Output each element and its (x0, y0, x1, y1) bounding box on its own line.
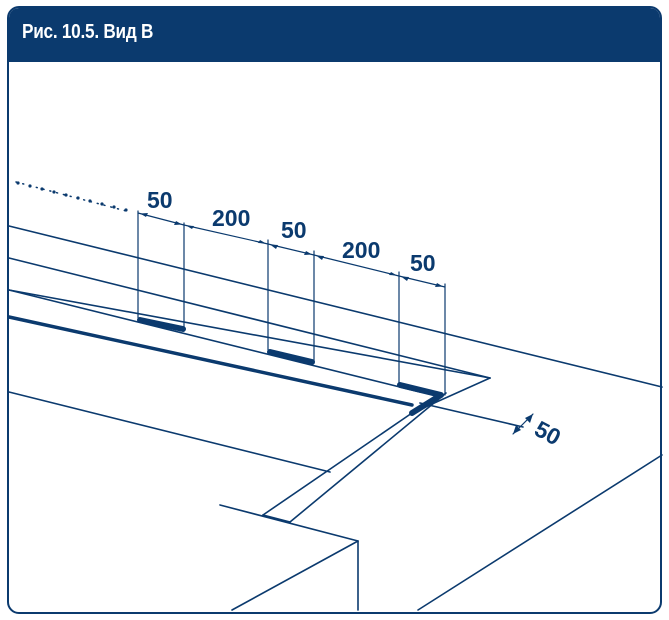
roof-line-3b (8, 289, 421, 393)
roof-line-3 (8, 289, 491, 379)
roof-line-1 (8, 225, 663, 388)
dimension-label-200-a: 200 (212, 205, 250, 231)
wall-front-top (219, 504, 359, 542)
figure-header: Рис. 10.5. Вид В (9, 8, 660, 62)
fixing-strip-1 (137, 317, 186, 332)
dimension-label-50-d: 50 (530, 415, 565, 450)
dimension-label-50-b: 50 (281, 217, 307, 243)
dimension-arrows (140, 213, 533, 434)
dim-line-4 (313, 254, 400, 277)
corner-line-3 (289, 392, 447, 523)
dimension-label-50-c: 50 (410, 250, 436, 276)
dimension-label-200-b: 200 (342, 237, 380, 263)
corner-line-4 (419, 402, 524, 428)
wall-front-diag (262, 514, 291, 523)
roof-line-2 (8, 257, 491, 379)
figure-title: Рис. 10.5. Вид В (22, 21, 154, 43)
dim-line-2 (183, 224, 269, 245)
wall-front-slope (231, 540, 359, 611)
dotted-reference-line (15, 181, 131, 213)
wall-top-line (8, 391, 331, 473)
dimension-label-50-a: 50 (147, 187, 173, 213)
fixing-strip-corner (397, 382, 444, 416)
wall-right-line (417, 454, 663, 611)
corner-line-2 (262, 412, 413, 516)
gutter-edge-thick (7, 315, 414, 407)
fixing-strip-2 (267, 349, 315, 365)
dotted-reference-dots (16, 181, 128, 212)
